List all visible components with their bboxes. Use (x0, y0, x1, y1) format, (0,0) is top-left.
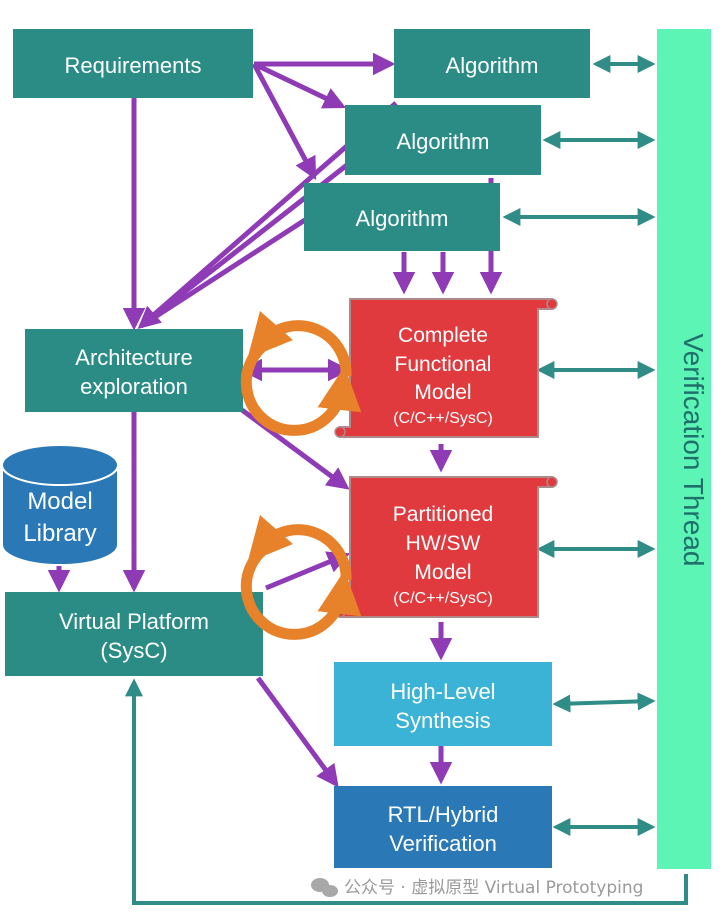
arrow-req-to-alg3 (251, 62, 317, 180)
arrow-vp-partitioned (265, 551, 351, 591)
wechat-icon (311, 878, 338, 897)
algorithm-1-label: Algorithm (446, 53, 539, 78)
functional-model-line4: (C/C++/SysC) (393, 410, 493, 427)
arrow-req-to-alg2 (252, 61, 347, 109)
functional-model-line3: Model (414, 381, 471, 404)
iteration-loop-icon-top (240, 310, 362, 436)
partitioned-model-line2: HW/SW (406, 532, 481, 555)
requirements-label: Requirements (65, 53, 202, 78)
partitioned-model-line1: Partitioned (393, 503, 493, 526)
rtl-line1: RTL/Hybrid (388, 802, 499, 827)
algorithm-node-3[interactable]: Algorithm (304, 183, 500, 251)
hls-node[interactable]: High-Level Synthesis (334, 662, 552, 746)
rtl-node[interactable]: RTL/Hybrid Verification (334, 786, 552, 868)
functional-model-node[interactable]: Complete Functional Model (C/C++/SysC) (334, 298, 558, 438)
watermark-text: 公众号 · 虚拟原型 Virtual Prototyping (344, 878, 643, 898)
iteration-loop-icon-bottom (240, 514, 362, 640)
algorithm-node-2[interactable]: Algorithm (345, 105, 541, 175)
partitioned-model-node[interactable]: Partitioned HW/SW Model (C/C++/SysC) (334, 476, 558, 618)
algorithm-2-label: Algorithm (397, 129, 490, 154)
functional-model-line2: Functional (395, 353, 492, 376)
watermark: 公众号 · 虚拟原型 Virtual Prototyping (311, 878, 643, 898)
rtl-line2: Verification (389, 831, 497, 856)
model-library-line1: Model (27, 488, 92, 515)
partitioned-model-line4: (C/C++/SysC) (393, 590, 493, 607)
verification-thread-label: Verification Thread (678, 334, 709, 567)
architecture-label-line1: Architecture (75, 345, 192, 370)
arrow-vp-to-rtl (255, 676, 339, 788)
hls-line2: Synthesis (395, 708, 490, 733)
partitioned-model-line3: Model (414, 561, 471, 584)
verification-thread-bar (657, 29, 711, 869)
arrow-hls-verif (552, 692, 656, 713)
hls-line1: High-Level (390, 679, 495, 704)
functional-model-line1: Complete (398, 324, 488, 347)
architecture-label-line2: exploration (80, 374, 188, 399)
arrow-alg3-to-arch (139, 217, 307, 329)
requirements-node[interactable]: Requirements (13, 29, 253, 98)
arrow-feedback-loop (125, 678, 688, 905)
algorithm-node-1[interactable]: Algorithm (394, 29, 590, 98)
architecture-node[interactable]: Architecture exploration (25, 329, 243, 412)
model-library-line2: Library (23, 520, 96, 547)
model-library-node[interactable]: Model Library (1, 444, 119, 566)
teal-arrows (125, 55, 688, 905)
algorithm-3-label: Algorithm (356, 206, 449, 231)
virtual-platform-line1: Virtual Platform (59, 609, 209, 634)
virtual-platform-node[interactable]: Virtual Platform (SysC) (5, 592, 263, 676)
virtual-platform-line2: (SysC) (100, 638, 167, 663)
